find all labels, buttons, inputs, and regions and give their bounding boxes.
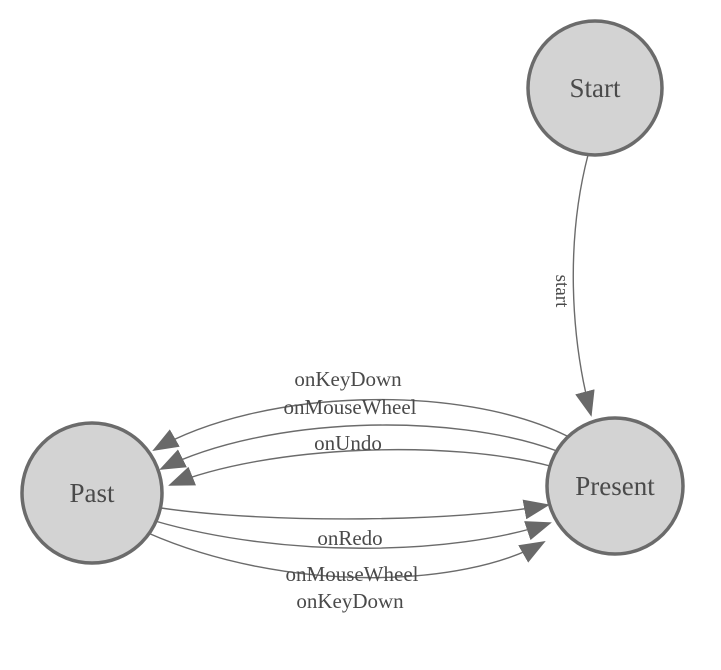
edge-label-onundo: onUndo — [314, 431, 382, 455]
edge-label-start: start — [551, 275, 572, 308]
edge-layer — [147, 154, 595, 579]
node-present-circle[interactable] — [545, 416, 685, 556]
edge-label-layer: start onKeyDown onMouseWheel onUndo onRe… — [284, 275, 572, 613]
edge-past-to-present-onmousewheel[interactable] — [154, 520, 552, 549]
node-start-circle[interactable] — [526, 19, 664, 157]
node-start-label: Start — [570, 73, 621, 103]
node-past-label: Past — [69, 478, 115, 508]
edge-present-to-past-onkeydown[interactable] — [152, 398, 568, 451]
node-past-circle[interactable] — [20, 421, 164, 565]
node-start[interactable]: Start — [526, 19, 664, 157]
edge-label-onkeydown-top: onKeyDown — [294, 367, 402, 391]
edge-present-to-past-onundo[interactable] — [168, 448, 551, 486]
node-present[interactable]: Present — [545, 416, 685, 556]
edge-past-to-present-onredo[interactable] — [160, 499, 550, 520]
edge-start-to-present[interactable] — [572, 154, 595, 417]
node-present-label: Present — [575, 471, 655, 501]
edge-label-onmousewheel-top: onMouseWheel — [284, 395, 417, 419]
edge-label-onredo: onRedo — [317, 526, 382, 550]
edge-label-onmousewheel-bottom: onMouseWheel — [286, 562, 419, 586]
edge-past-to-present-onkeydown[interactable] — [147, 532, 546, 579]
node-layer: Start Present Past — [20, 19, 685, 565]
node-past[interactable]: Past — [20, 421, 164, 565]
edge-label-onkeydown-bottom: onKeyDown — [296, 589, 404, 613]
edge-present-to-past-onmousewheel[interactable] — [159, 424, 558, 470]
